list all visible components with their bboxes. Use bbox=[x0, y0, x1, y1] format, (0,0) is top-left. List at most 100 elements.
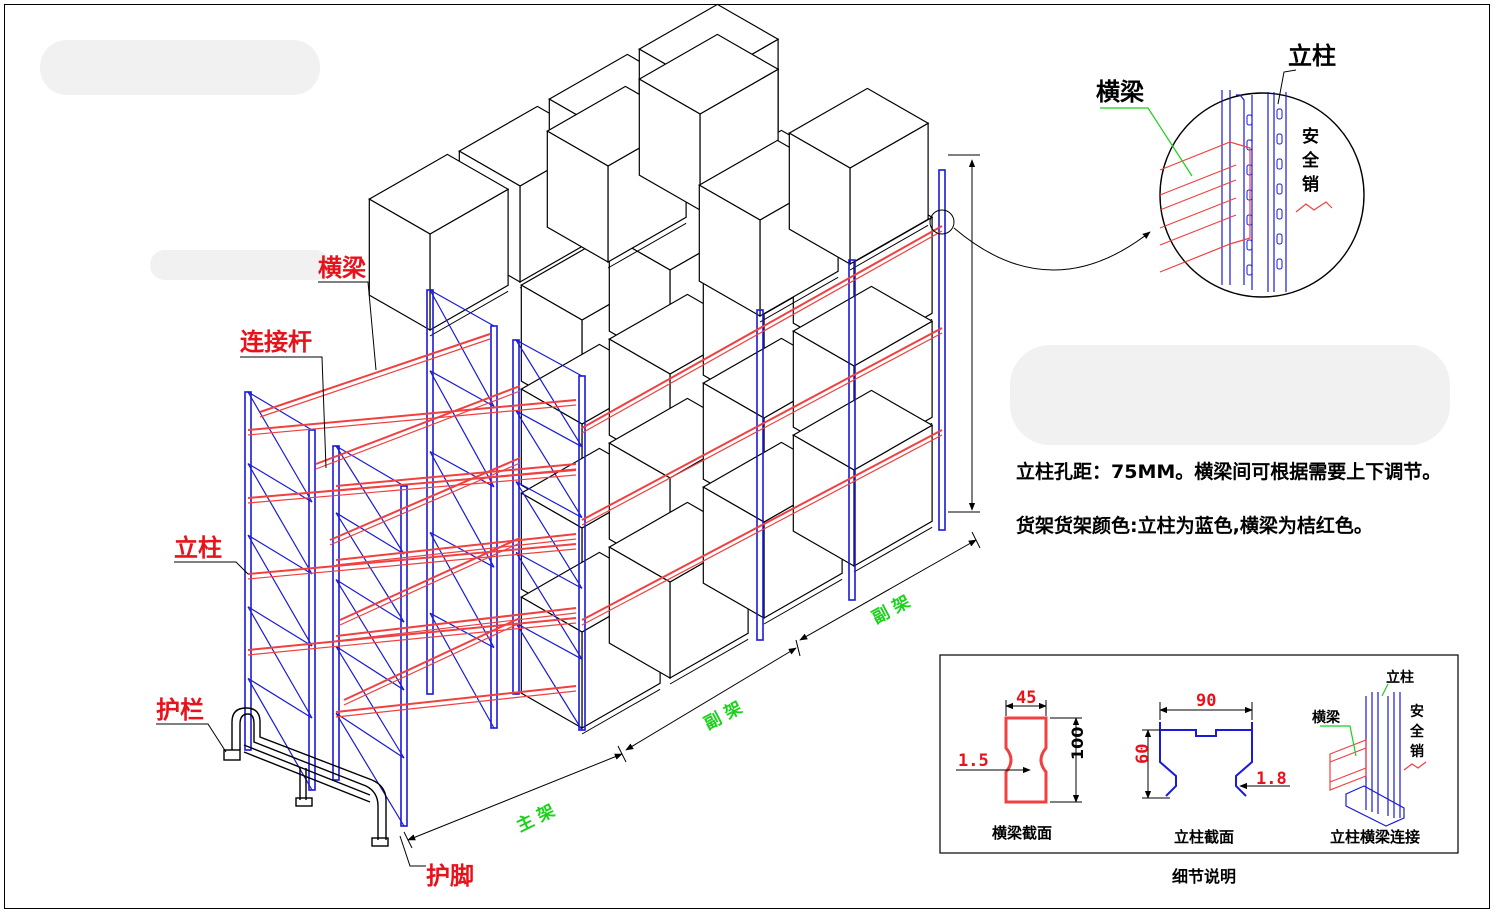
frame-brace bbox=[429, 612, 495, 729]
connection-label-pin-1: 安 bbox=[1410, 703, 1424, 720]
beam-bar bbox=[335, 533, 577, 561]
upright-hole bbox=[1276, 158, 1283, 170]
upright-hole bbox=[1276, 183, 1283, 195]
zoom-label-pin-1: 安 bbox=[1302, 126, 1319, 147]
frame-brace bbox=[247, 391, 313, 503]
beam-bar bbox=[247, 404, 577, 436]
beam-bar bbox=[343, 617, 521, 701]
frame-brace bbox=[515, 622, 583, 731]
beam-bar bbox=[581, 327, 943, 521]
beam-bar bbox=[581, 230, 943, 434]
upright-section-title: 立柱截面 bbox=[1174, 828, 1234, 846]
upright-hole bbox=[1276, 208, 1283, 220]
box-side bbox=[546, 130, 609, 264]
upright-post bbox=[244, 391, 252, 751]
frame-brace bbox=[515, 339, 583, 448]
watermark-blobs bbox=[40, 40, 1450, 445]
pallet-loads bbox=[368, 3, 934, 735]
drawing-frame bbox=[4, 4, 1490, 909]
note-hole-pitch: 立柱孔距：75MM。横梁间可根据需要上下调节。 bbox=[1016, 460, 1441, 483]
label-connector: 连接杆 bbox=[240, 328, 312, 356]
upright-hole bbox=[1276, 258, 1283, 270]
frame-brace bbox=[247, 463, 313, 575]
beam-bar bbox=[335, 612, 577, 642]
connection-label-beam: 横梁 bbox=[1312, 709, 1341, 726]
frame-brace bbox=[335, 645, 405, 691]
connection-label-pin-3: 销 bbox=[1410, 743, 1424, 760]
connection-drawing bbox=[1320, 683, 1427, 827]
pallet-line bbox=[849, 224, 929, 271]
beam-bar bbox=[343, 622, 521, 706]
box-side bbox=[788, 132, 851, 266]
frame-brace bbox=[515, 410, 583, 448]
frame-brace bbox=[247, 678, 313, 791]
beam-bar bbox=[247, 474, 577, 504]
upright-section-thickness: 1.8 bbox=[1256, 769, 1287, 789]
leader-connector bbox=[240, 356, 327, 469]
beam-section-width: 45 bbox=[1016, 688, 1036, 708]
beam-bar bbox=[335, 690, 577, 718]
detail-caption: 细节说明 bbox=[1172, 867, 1236, 886]
frame-brace bbox=[335, 712, 405, 827]
box-side bbox=[638, 78, 701, 212]
beam-bar bbox=[329, 457, 521, 541]
beam-bar bbox=[581, 429, 943, 621]
beam-section-thickness: 1.5 bbox=[958, 751, 989, 771]
upright-hole bbox=[1246, 264, 1253, 276]
detail-box: 45 100 1.5 横梁截面 90 60 1.8 立柱截面 bbox=[939, 654, 1459, 854]
frame-brace bbox=[247, 391, 313, 431]
frame-brace bbox=[515, 339, 583, 377]
beam-bar bbox=[247, 399, 577, 431]
leader-guardrail bbox=[156, 723, 227, 753]
beam-bar bbox=[581, 225, 943, 429]
zoom-label-pin-3: 销 bbox=[1302, 174, 1319, 195]
zoom-label-upright: 立柱 bbox=[1288, 42, 1336, 70]
frame-brace bbox=[247, 534, 313, 647]
frame-brace bbox=[515, 481, 583, 519]
beam-bar bbox=[339, 542, 521, 626]
bay-label-main: 主 架 bbox=[513, 800, 558, 836]
beam-bar bbox=[247, 617, 577, 651]
beam-bar bbox=[247, 622, 577, 656]
beam-section-drawing bbox=[956, 700, 1082, 804]
zoom-leader-beam bbox=[1100, 107, 1193, 177]
note-colors: 货架货架颜色:立柱为蓝色,横梁为桔红色。 bbox=[1016, 514, 1373, 537]
upright-post bbox=[490, 325, 498, 729]
box-side bbox=[702, 486, 765, 620]
label-upright: 立柱 bbox=[174, 534, 222, 562]
frame-brace bbox=[515, 481, 583, 589]
upright-hole bbox=[1276, 233, 1283, 245]
zoom-label-pin-2: 全 bbox=[1301, 150, 1320, 171]
frame-brace bbox=[429, 531, 495, 568]
beam-bar bbox=[335, 463, 577, 487]
frame-brace bbox=[429, 451, 495, 488]
beam-bar bbox=[335, 607, 577, 637]
beam-bar bbox=[259, 338, 491, 418]
beam-bar bbox=[247, 548, 577, 580]
upright-hole bbox=[1246, 114, 1253, 126]
box-side bbox=[368, 198, 431, 332]
beam-bar bbox=[581, 332, 943, 526]
beam-bar bbox=[329, 462, 521, 546]
frame-brace bbox=[247, 534, 313, 575]
beam-bar bbox=[259, 333, 491, 413]
bay-label-sub1: 副 架 bbox=[700, 697, 745, 734]
beam-section-title: 横梁截面 bbox=[992, 824, 1052, 842]
pallet-line bbox=[759, 276, 839, 323]
pallet-line bbox=[607, 222, 687, 269]
frame-brace bbox=[247, 606, 313, 719]
frame-brace bbox=[429, 451, 495, 568]
frame-brace bbox=[429, 289, 495, 327]
beam-bar bbox=[247, 543, 577, 575]
beam-bar bbox=[335, 538, 577, 566]
frame-brace bbox=[335, 579, 405, 691]
frame-brace bbox=[515, 552, 583, 660]
frame-brace bbox=[429, 370, 495, 488]
frame-brace bbox=[429, 532, 495, 648]
beam-bar bbox=[339, 537, 521, 621]
upright-post bbox=[938, 169, 946, 531]
zoom-label-beam: 横梁 bbox=[1096, 78, 1144, 106]
label-beam: 横梁 bbox=[318, 254, 366, 282]
label-guardrail: 护栏 bbox=[156, 696, 204, 724]
